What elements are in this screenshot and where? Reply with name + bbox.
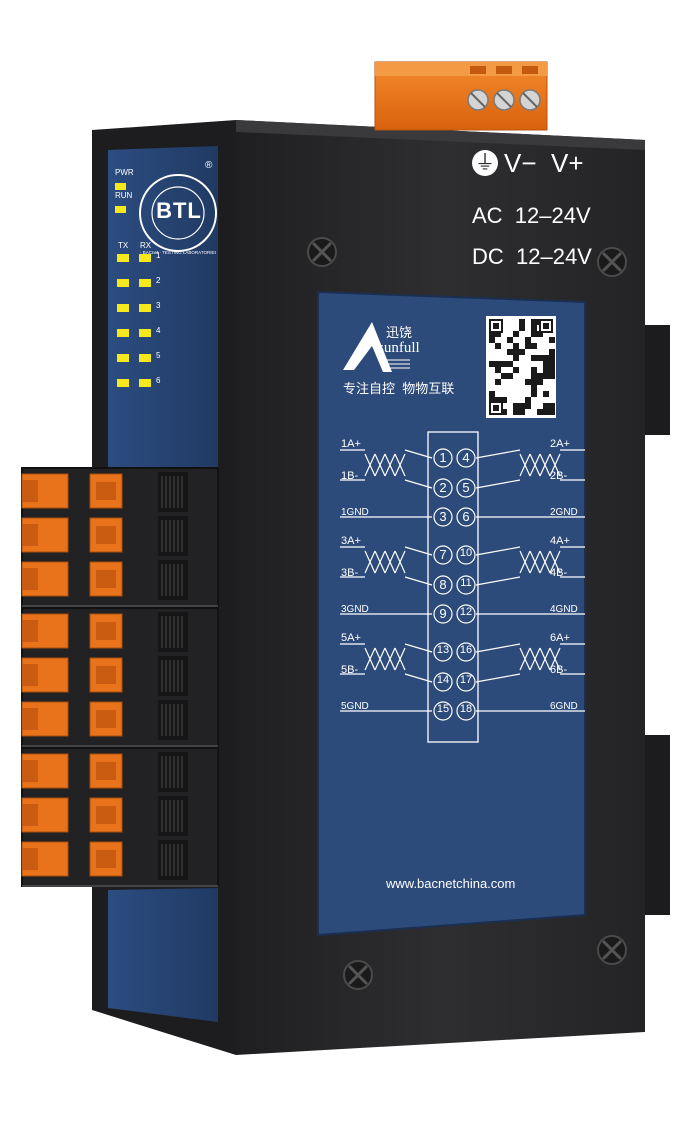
rs485-terminal-blocks — [21, 467, 219, 887]
terminal-number: 5 — [462, 480, 470, 495]
ground-icon: ⏚ — [472, 150, 498, 176]
wire-label-b: 3B- — [341, 567, 359, 579]
terminal-number-circle — [433, 701, 453, 721]
terminal-number-circle — [456, 478, 476, 498]
terminal-number: 4 — [462, 450, 470, 465]
terminal-number-circle — [433, 575, 453, 595]
power-terminal-block — [374, 61, 548, 131]
led-tx — [117, 329, 129, 337]
terminal-number-circle — [456, 642, 476, 662]
wire-label-gnd2: 2GND — [550, 507, 578, 518]
wire-label-gnd: 5GND — [341, 701, 369, 712]
wire-label-a2: 4A+ — [550, 535, 570, 547]
led-tx — [117, 304, 129, 312]
btl-letters: BTL — [156, 198, 202, 223]
wire-label-gnd: 1GND — [341, 507, 369, 518]
led-port-number: 1 — [156, 251, 161, 260]
terminal-number-circle — [456, 448, 476, 468]
brand-en-name: sunfull — [378, 340, 420, 356]
terminal-number: 9 — [439, 606, 447, 621]
terminal-number-circle — [456, 545, 476, 565]
terminal-number: 2 — [439, 480, 447, 495]
led-tx — [117, 354, 129, 362]
wire-label-b: 1B- — [341, 470, 359, 482]
wire-label-b2: 6B- — [550, 664, 568, 676]
led-port-number: 2 — [156, 276, 161, 285]
power-polarity-label: V− V+ — [504, 148, 584, 178]
led-port-number: 3 — [156, 301, 161, 310]
wire-label-a: 5A+ — [341, 632, 361, 644]
terminal-number: 10 — [459, 547, 473, 559]
brand-cn-name: 迅饶 — [386, 325, 413, 340]
led-tx — [117, 279, 129, 287]
terminal-number-circle — [433, 478, 453, 498]
terminal-number: 18 — [459, 703, 473, 715]
terminal-number-circle — [456, 701, 476, 721]
terminal-number-circle — [456, 604, 476, 624]
terminal-number: 13 — [436, 644, 450, 656]
dc-voltage-label: DC 12–24V — [472, 244, 592, 269]
terminal-number: 16 — [459, 644, 473, 656]
terminal-number: 1 — [439, 450, 447, 465]
terminal-number: 17 — [459, 674, 473, 686]
sunfull-logo — [343, 322, 410, 372]
terminal-number: 12 — [459, 606, 473, 618]
terminal-number-circle — [433, 672, 453, 692]
terminal-number-circle — [456, 507, 476, 527]
terminal-number: 7 — [439, 547, 447, 562]
side-label-panel — [108, 146, 218, 1022]
terminal-number-circle — [433, 507, 453, 527]
led-rx — [139, 304, 151, 312]
wire-label-a2: 6A+ — [550, 632, 570, 644]
led-rx — [139, 379, 151, 387]
wire-label-gnd2: 6GND — [550, 701, 578, 712]
led-port-number: 6 — [156, 376, 161, 385]
wire-label-gnd2: 4GND — [550, 604, 578, 615]
btl-ring-text: · BACnet · TESTING LABORATORIES · — [140, 250, 216, 255]
led-label-pwr: PWR — [115, 168, 134, 177]
led-label-run: RUN — [115, 191, 133, 200]
wire-label-gnd: 3GND — [341, 604, 369, 615]
wire-label-a: 3A+ — [341, 535, 361, 547]
terminal-number-circle — [456, 575, 476, 595]
registered-mark: ® — [205, 160, 213, 171]
status-leds — [115, 183, 151, 387]
terminal-number-circle — [433, 545, 453, 565]
terminal-number: 6 — [462, 509, 470, 524]
ac-voltage-label: AC 12–24V — [472, 203, 591, 228]
terminal-number-circle — [456, 672, 476, 692]
terminal-number-circle — [433, 448, 453, 468]
led-label-rx: RX — [140, 241, 152, 250]
terminal-number-circle — [433, 642, 453, 662]
led-port-number: 5 — [156, 351, 161, 360]
qr-code — [486, 316, 556, 418]
led-rx — [139, 354, 151, 362]
led-tx — [117, 379, 129, 387]
brand-slogan: 专注自控 物物互联 — [343, 381, 455, 396]
wire-label-b2: 2B- — [550, 470, 568, 482]
wire-label-a2: 2A+ — [550, 438, 570, 450]
led-label-tx: TX — [118, 241, 129, 250]
terminal-number: 14 — [436, 674, 450, 686]
wire-label-b2: 4B- — [550, 567, 568, 579]
led-tx — [117, 254, 129, 262]
terminal-number: 15 — [436, 703, 450, 715]
btl-logo — [139, 174, 217, 252]
wiring-diagram — [427, 431, 479, 743]
wire-label-a: 1A+ — [341, 438, 361, 450]
terminal-number: 3 — [439, 509, 447, 524]
terminal-number-circle — [433, 604, 453, 624]
led-rx — [139, 254, 151, 262]
terminal-number: 11 — [460, 577, 472, 589]
led-port-number: 4 — [156, 326, 161, 335]
led-rx — [139, 279, 151, 287]
wire-label-b: 5B- — [341, 664, 359, 676]
terminal-number: 8 — [439, 577, 447, 592]
website-url: www.bacnetchina.com — [386, 876, 516, 891]
led-rx — [139, 329, 151, 337]
